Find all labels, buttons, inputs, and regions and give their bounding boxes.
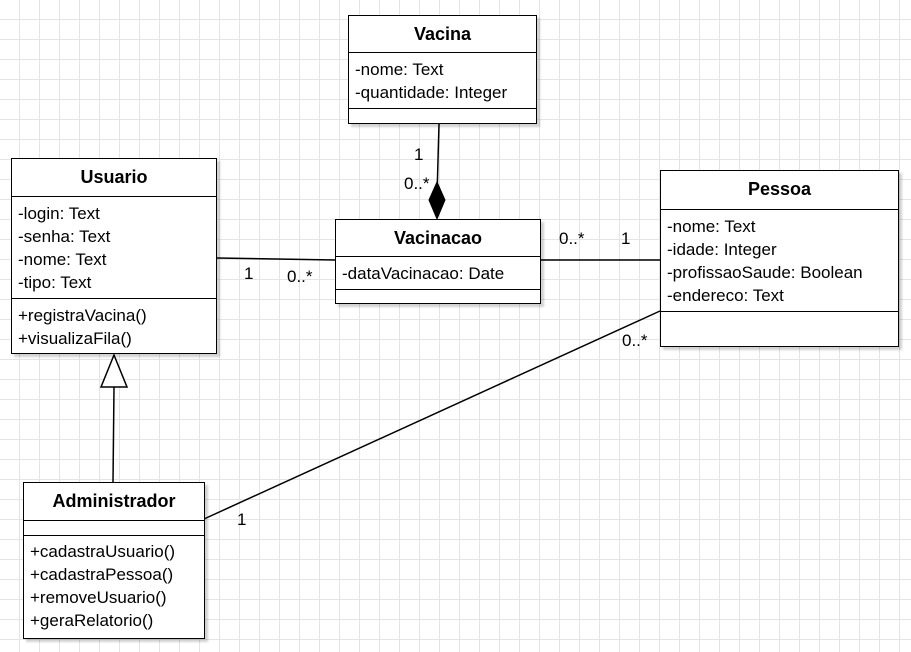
attribute-row: -dataVacinacao: Date bbox=[342, 264, 505, 283]
class-name-pessoa: Pessoa bbox=[661, 171, 898, 210]
attributes-usuario: -login: Text -senha: Text -nome: Text -t… bbox=[12, 197, 216, 299]
operation-row: +geraRelatorio() bbox=[30, 611, 154, 630]
multiplicity-pessoa-end: 1 bbox=[621, 229, 631, 248]
attribute-row: -nome: Text bbox=[667, 217, 756, 236]
operations-administrador: +cadastraUsuario() +cadastraPessoa() +re… bbox=[24, 536, 204, 638]
attribute-row: -endereco: Text bbox=[667, 286, 784, 305]
class-name-vacina: Vacina bbox=[349, 16, 536, 53]
association-line-usuario-vacinacao[interactable] bbox=[216, 257, 336, 261]
multiplicity-vacinacao-end: 0..* bbox=[559, 229, 585, 248]
operations-usuario: +registraVacina() +visualizaFila() bbox=[12, 299, 216, 353]
operation-row: +cadastraUsuario() bbox=[30, 542, 176, 561]
attributes-vacina: -nome: Text -quantidade: Integer bbox=[349, 53, 536, 109]
operation-row: +removeUsuario() bbox=[30, 588, 167, 607]
operation-row: +visualizaFila() bbox=[18, 329, 132, 348]
composition-diamond bbox=[428, 180, 446, 221]
multiplicity-vacina-end: 1 bbox=[414, 145, 424, 164]
class-name-administrador: Administrador bbox=[24, 483, 204, 521]
class-usuario[interactable]: Usuario -login: Text -senha: Text -nome:… bbox=[11, 158, 217, 354]
operations-pessoa bbox=[661, 312, 898, 346]
attribute-row: -nome: Text bbox=[18, 250, 107, 269]
class-name-usuario: Usuario bbox=[12, 159, 216, 197]
multiplicity-vacinacao-end: 0..* bbox=[404, 174, 430, 193]
class-name-vacinacao: Vacinacao bbox=[336, 220, 540, 257]
class-administrador[interactable]: Administrador +cadastraUsuario() +cadast… bbox=[23, 482, 205, 639]
class-vacina[interactable]: Vacina -nome: Text -quantidade: Integer bbox=[348, 15, 537, 124]
operations-vacinacao bbox=[336, 290, 540, 303]
multiplicity-usuario-end: 1 bbox=[244, 264, 254, 283]
attributes-pessoa: -nome: Text -idade: Integer -profissaoSa… bbox=[661, 210, 898, 312]
attribute-row: -quantidade: Integer bbox=[355, 83, 508, 102]
multiplicity-pessoa-end: 0..* bbox=[622, 331, 648, 350]
multiplicity-vacinacao-end: 0..* bbox=[287, 267, 313, 286]
operation-row: +cadastraPessoa() bbox=[30, 565, 174, 584]
generalization-arrowhead bbox=[99, 353, 129, 388]
attributes-administrador bbox=[24, 521, 204, 536]
class-vacinacao[interactable]: Vacinacao -dataVacinacao: Date bbox=[335, 219, 541, 304]
generalization-line-administrador-usuario[interactable] bbox=[112, 386, 115, 483]
attribute-row: -profissaoSaude: Boolean bbox=[667, 263, 863, 282]
attribute-row: -idade: Integer bbox=[667, 240, 777, 259]
operations-vacina bbox=[349, 109, 536, 123]
attribute-row: -senha: Text bbox=[18, 227, 111, 246]
operation-row: +registraVacina() bbox=[18, 306, 147, 325]
attribute-row: -login: Text bbox=[18, 204, 100, 223]
class-pessoa[interactable]: Pessoa -nome: Text -idade: Integer -prof… bbox=[660, 170, 899, 347]
attributes-vacinacao: -dataVacinacao: Date bbox=[336, 257, 540, 290]
multiplicity-administrador-end: 1 bbox=[237, 510, 247, 529]
attribute-row: -nome: Text bbox=[355, 60, 444, 79]
association-line-administrador-pessoa[interactable] bbox=[203, 310, 661, 520]
attribute-row: -tipo: Text bbox=[18, 273, 92, 292]
